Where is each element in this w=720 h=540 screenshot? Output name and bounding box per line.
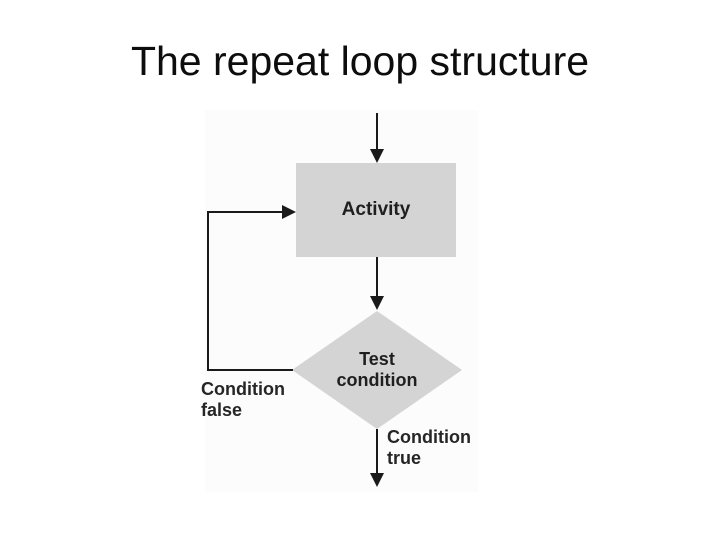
exit-arrow-line bbox=[376, 429, 378, 474]
activity-label: Activity bbox=[341, 199, 411, 220]
condition-true-label-line2: true bbox=[387, 448, 422, 468]
condition-false-label: Condition false bbox=[201, 379, 285, 421]
loop-back-bottom-line bbox=[208, 369, 293, 371]
loop-back-vertical-line bbox=[207, 211, 209, 371]
slide-title: The repeat loop structure bbox=[130, 38, 590, 84]
test-condition-label: Test condition bbox=[337, 349, 418, 391]
loop-back-arrowhead-icon bbox=[282, 205, 296, 219]
test-condition-label-line1: Test bbox=[359, 349, 395, 369]
condition-false-label-line1: Condition bbox=[201, 379, 285, 399]
exit-arrowhead-icon bbox=[370, 473, 384, 487]
entry-arrow-line bbox=[376, 113, 378, 149]
activity-to-test-arrow-line bbox=[376, 257, 378, 296]
condition-true-label-line1: Condition bbox=[387, 427, 471, 447]
activity-box: Activity bbox=[296, 163, 456, 257]
loop-back-top-line bbox=[208, 211, 282, 213]
entry-arrowhead-icon bbox=[370, 149, 384, 163]
activity-to-test-arrowhead-icon bbox=[370, 296, 384, 310]
condition-false-label-line2: false bbox=[201, 400, 243, 420]
test-condition-label-line2: condition bbox=[336, 370, 418, 390]
condition-true-label: Condition true bbox=[387, 427, 471, 469]
